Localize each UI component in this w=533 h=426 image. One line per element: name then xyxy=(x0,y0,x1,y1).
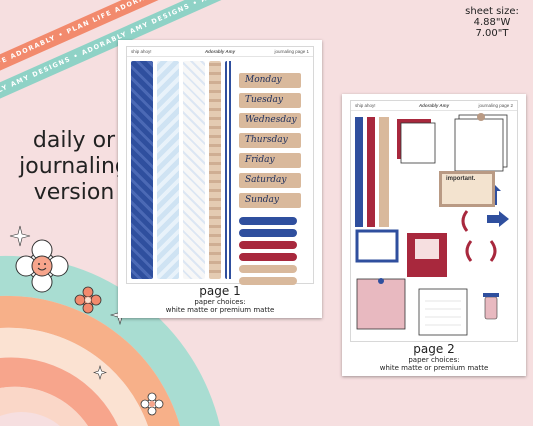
headline-line-2: journaling xyxy=(19,154,129,179)
day-label-tuesday: Tuesday xyxy=(239,93,301,108)
frame-sticker-red xyxy=(407,233,447,277)
sheet-1-caption: page 1 paper choices: white matte or pre… xyxy=(118,284,322,315)
pink-note-sticker xyxy=(356,278,406,330)
sheet-2-header-right: journaling page 2 xyxy=(478,103,513,108)
sheet-1-caption-line-1: paper choices: xyxy=(194,298,246,306)
day-label-friday: Friday xyxy=(239,153,301,168)
washi-strip-stripe xyxy=(225,61,233,279)
tab-sticker xyxy=(239,229,297,237)
sticker-sheet-page-2: ship ahoy! Adorably Amy journaling page … xyxy=(342,94,526,376)
sheet-2-stickers xyxy=(355,113,509,336)
day-label-thursday: Thursday xyxy=(239,133,301,148)
sheet-1-caption-title: page 1 xyxy=(199,284,241,298)
headline: daily or journaling version xyxy=(14,128,134,206)
sheet-2-caption: page 2 paper choices: white matte or pre… xyxy=(342,342,526,373)
day-label-monday: Monday xyxy=(239,73,301,88)
day-label-wednesday: Wednesday xyxy=(239,113,301,128)
sheet-size-width: 4.88"W xyxy=(473,17,511,28)
clipboard-note-right xyxy=(454,113,508,172)
tumbler-icon xyxy=(483,293,499,320)
tab-sticker xyxy=(239,253,297,261)
sheet-1-header-left: ship ahoy! xyxy=(131,49,152,54)
sheet-size-height: 7.00"T xyxy=(475,28,509,39)
sheet-size: sheet size: 4.88"W 7.00"T xyxy=(457,6,527,39)
day-label-saturday: Saturday xyxy=(239,173,301,188)
day-label-sunday: Sunday xyxy=(239,193,301,208)
sheet-2-header: ship ahoy! Adorably Amy journaling page … xyxy=(351,101,517,111)
flower-icon-small xyxy=(140,392,164,416)
tab-sticker xyxy=(239,241,297,249)
headline-line-1: daily or xyxy=(32,128,116,153)
vertical-strip-navy xyxy=(355,117,363,227)
sheet-2-caption-title: page 2 xyxy=(413,342,455,356)
important-note-sticker: important. xyxy=(439,171,495,207)
sheet-1-header: ship ahoy! Adorably Amy journaling page … xyxy=(127,47,313,57)
vertical-strip-red xyxy=(367,117,375,227)
rainbow-illustration xyxy=(0,225,220,426)
sheet-1-header-logo: Adorably Amy xyxy=(204,49,236,54)
sheet-1-content: ship ahoy! Adorably Amy journaling page … xyxy=(126,46,314,285)
sticky-note-stack-left xyxy=(397,119,436,164)
washi-strip-tan-pattern xyxy=(209,61,221,279)
washi-strip-white-pattern xyxy=(183,61,205,279)
tab-sticker xyxy=(239,277,297,285)
sheet-2-caption-line-1: paper choices: xyxy=(408,356,460,364)
smiley-flower-icon xyxy=(15,239,69,293)
tab-sticker xyxy=(239,217,297,225)
scalloped-note-sticker xyxy=(418,288,468,336)
headline-line-3: version xyxy=(33,180,115,205)
flower-icon xyxy=(74,286,102,314)
washi-strip-lightblue-pattern xyxy=(157,61,179,279)
sheet-2-header-logo: Adorably Amy xyxy=(418,103,450,108)
sheet-2-content: ship ahoy! Adorably Amy journaling page … xyxy=(350,100,518,342)
sticker-sheet-page-1: ship ahoy! Adorably Amy journaling page … xyxy=(118,40,322,318)
sparkle-icon xyxy=(93,364,107,381)
tab-sticker xyxy=(239,265,297,273)
sheet-2-caption-line-2: white matte or premium matte xyxy=(379,364,489,372)
sheet-size-label: sheet size: xyxy=(465,6,519,17)
washi-strip-navy-pattern xyxy=(131,61,153,279)
sheet-1-header-right: journaling page 1 xyxy=(274,49,309,54)
sheet-1-caption-line-2: white matte or premium matte xyxy=(165,306,275,314)
sheet-2-header-left: ship ahoy! xyxy=(355,103,376,108)
frame-sticker-blue xyxy=(355,229,399,263)
sparkle-icon xyxy=(9,225,31,247)
vertical-strip-tan xyxy=(379,117,389,227)
